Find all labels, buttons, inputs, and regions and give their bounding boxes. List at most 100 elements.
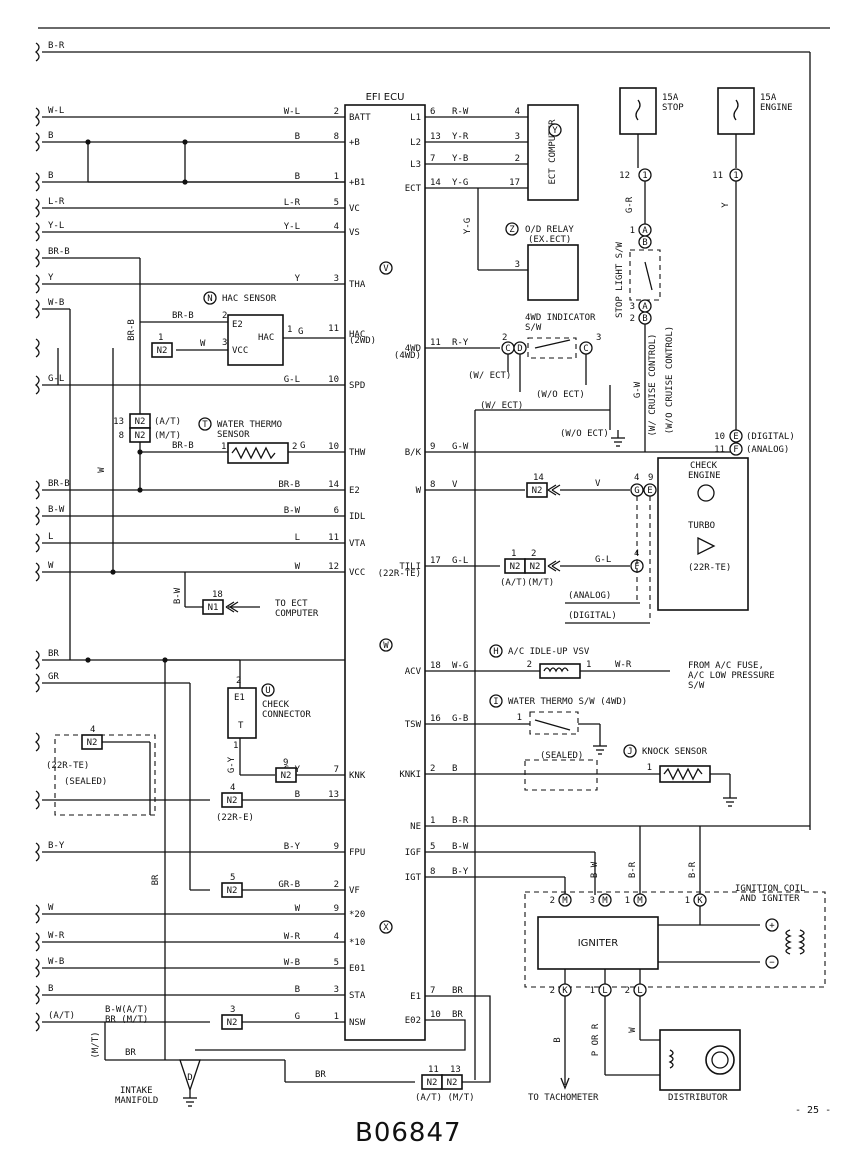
wire-break-icon: [34, 248, 40, 268]
n1-label: TO ECT: [275, 599, 308, 609]
n2-4-pin: 4: [90, 725, 95, 735]
f-term-letter: F: [634, 562, 639, 572]
ecu-left-wire-color: B: [295, 172, 300, 182]
hac-wire: G: [298, 327, 303, 337]
tach-wire-label: B: [553, 1037, 563, 1042]
stop-b2-letter: B: [642, 314, 647, 324]
fuse-stop-wire-label: G-R: [625, 196, 635, 213]
ecu-right-wire-color: B-Y: [452, 867, 469, 877]
ecu-left-wire-color: W-R: [284, 932, 301, 942]
ecu-right-pin-number: 6: [430, 107, 435, 117]
ecu-left-pin-number: 11: [328, 533, 339, 543]
ecu-left-pin-number: 9: [334, 904, 339, 914]
comb-e-letter: E: [733, 432, 738, 442]
ecu-left-pin-number: 2: [334, 880, 339, 890]
e-pin: 9: [648, 473, 653, 483]
acv-pin: 1: [586, 660, 591, 670]
ecu-left-pin-number: 14: [328, 480, 339, 490]
stop-switch-icon: [644, 261, 653, 291]
coil-plus-letter: +: [769, 921, 775, 931]
ind-label2: S/W: [525, 323, 542, 333]
wire-break-icon: [34, 732, 40, 752]
left-wire-color: (A/T): [48, 1011, 75, 1021]
thermo-pin: 2: [292, 442, 297, 452]
fuse-engine-label2: ENGINE: [760, 103, 793, 113]
ind-c2-letter: C: [583, 344, 588, 354]
n2-tili-2: [524, 558, 546, 574]
left-wire-color: B-R: [48, 41, 65, 51]
n2-5-label: N2: [227, 886, 238, 896]
ecu-right-pin-number: 14: [430, 178, 441, 188]
ecu-right-pin-number: 8: [430, 867, 435, 877]
hac-pin: 1: [287, 325, 292, 335]
n2-22re-pin: 4: [230, 783, 235, 793]
mt-label: (M/T): [91, 1031, 101, 1058]
n2-11-pin: 11: [428, 1065, 439, 1075]
ecu-left-wire-color: W-B: [284, 958, 300, 968]
igniter-top-term: [598, 893, 612, 907]
ecu-right-pin-number: 11: [430, 338, 441, 348]
igniter-bot-pin: 1: [590, 986, 595, 996]
ce-label2: ENGINE: [688, 471, 721, 481]
left-wire-color: GR: [48, 672, 59, 682]
ecu-right-wire-color: V: [452, 480, 458, 490]
ecu-right-wire-color: BR: [452, 986, 463, 996]
plug-arrow-icon: [547, 560, 561, 572]
ecu-left-pin-number: 8: [334, 132, 339, 142]
ecu-left-pin-name: *20: [349, 910, 365, 920]
acv-pin: 2: [527, 660, 532, 670]
distributor-label: DISTRIBUTOR: [668, 1093, 728, 1103]
left-wire-color: Y: [48, 273, 54, 283]
plug-arrow-icon: [225, 601, 239, 613]
sealed-box: [54, 734, 156, 816]
cruise-wo-label: (W/O CRUISE CONTROL): [665, 326, 675, 434]
junction-dot: [85, 139, 91, 145]
ind-switch-icon: [534, 339, 571, 349]
ecu-right-pin-name: E02: [405, 1016, 421, 1026]
n2-at-label: N2: [135, 417, 146, 427]
left-wire-color: W-B: [48, 957, 64, 967]
thermo-wire: G: [300, 441, 305, 451]
igniter-bot-term-letter: L: [602, 986, 607, 996]
hac-e2: E2: [232, 320, 243, 330]
igniter-top-pin: 1: [625, 896, 630, 906]
left-wire-color: G-L: [48, 374, 64, 384]
wect-label: (W/ ECT): [468, 371, 511, 381]
w-vert: W: [97, 467, 107, 473]
coil-icon: [798, 929, 805, 955]
igniter-top-wire: B-R: [628, 861, 638, 878]
ecu-right-pin-number: 18: [430, 661, 441, 671]
left-wire-color: BR-B: [48, 247, 70, 257]
plug-arrow-icon: [547, 484, 561, 496]
od-mark-letter: Z: [509, 225, 515, 235]
hac-wire: BR-B: [172, 311, 194, 321]
intake-label2: MANIFOLD: [115, 1096, 158, 1106]
ecu-right-pin-name: W: [416, 486, 422, 496]
ecu-left-wire-color: Y-L: [284, 222, 300, 232]
wire-break-icon: [34, 198, 40, 218]
ecu-left-pin-number: 7: [334, 765, 339, 775]
fuse-stop-label: 15A: [662, 93, 679, 103]
wire-break-icon: [34, 172, 40, 192]
ect-pin: 4: [515, 107, 520, 117]
e02-wire: [195, 1019, 466, 1051]
check-label: CHECK: [262, 700, 290, 710]
ecu-left-pin-name: VC: [349, 204, 360, 214]
ecu-right-wire-color: B-R: [452, 816, 469, 826]
ect-mark: [548, 123, 562, 137]
ecu-right-wire-color: R-Y: [452, 338, 469, 348]
stop-sw-label: STOP LIGHT S/W: [615, 241, 625, 317]
stop-pin: 3: [630, 302, 635, 312]
tsw-label: WATER THERMO S/W (4WD): [508, 697, 627, 707]
left-wire-color: B-Y: [48, 841, 65, 851]
acv-mark: [489, 644, 503, 658]
igniter-top-pin: 2: [550, 896, 555, 906]
wire-break-icon: [34, 650, 40, 670]
igniter-top-term-letter: M: [562, 896, 568, 906]
n2-22re-sub: (22R-E): [216, 813, 254, 823]
n2-connector-label: N2: [157, 346, 168, 356]
igniter-top-term-letter: M: [637, 896, 643, 906]
ecu-left-pin-number: 5: [334, 198, 339, 208]
igniter-top-wire: B-W: [590, 861, 600, 878]
ind-label: 4WD INDICATOR: [525, 313, 596, 323]
